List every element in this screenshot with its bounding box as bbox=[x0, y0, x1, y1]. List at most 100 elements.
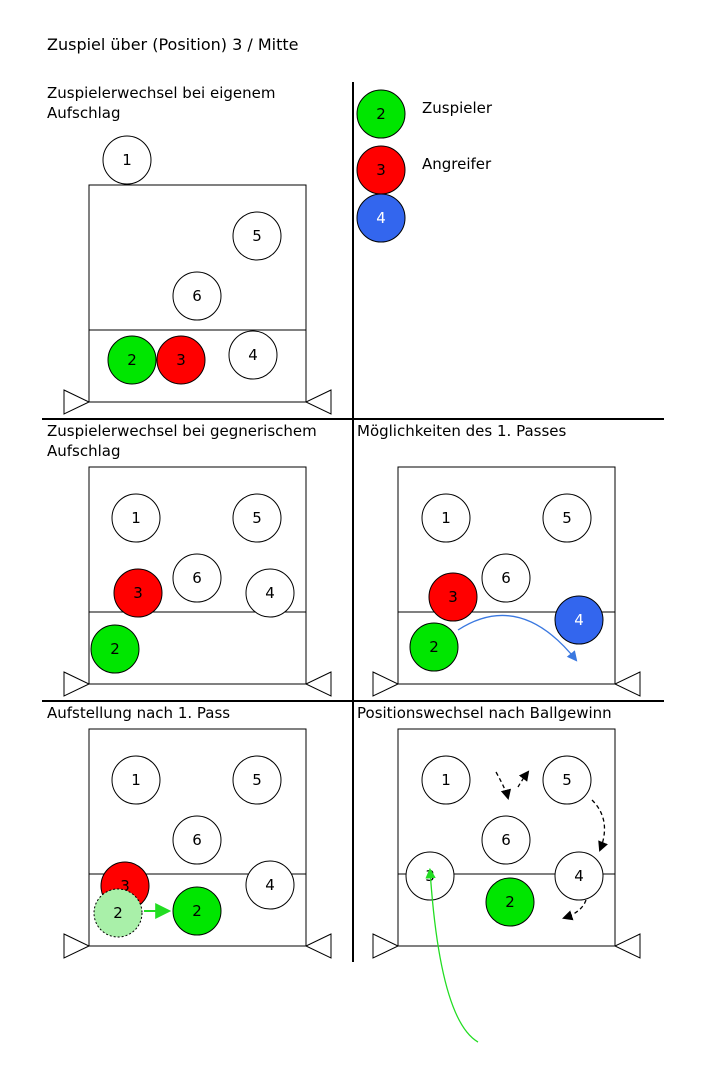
player-number: 6 bbox=[192, 287, 202, 305]
player-4-player: 4 bbox=[554, 851, 604, 901]
triangle-marker-right bbox=[304, 389, 332, 415]
panel-title-first-pass-options: Möglichkeiten des 1. Passes bbox=[357, 422, 566, 440]
player-marker bbox=[111, 493, 161, 543]
player-1-player: 1 bbox=[111, 493, 161, 543]
player-number: 1 bbox=[441, 771, 451, 789]
triangle-marker-right bbox=[304, 671, 332, 697]
player-marker bbox=[481, 553, 531, 603]
player-3-attacker: 3 bbox=[113, 568, 163, 618]
player-number: 4 bbox=[265, 584, 275, 602]
panel-title-after-first-pass: Aufstellung nach 1. Pass bbox=[47, 704, 230, 722]
legend-label-attacker: Angreifer bbox=[422, 155, 492, 173]
panel-title-own-serve-line2: Aufschlag bbox=[47, 104, 121, 122]
player-number: 6 bbox=[192, 569, 202, 587]
player-marker bbox=[156, 335, 206, 385]
player-marker bbox=[172, 815, 222, 865]
page-title: Zuspiel über (Position) 3 / Mitte bbox=[47, 35, 298, 54]
panel-title-rotation-after-win: Positionswechsel nach Ballgewinn bbox=[357, 704, 612, 722]
player-number: 3 bbox=[176, 351, 186, 369]
player-number: 1 bbox=[131, 771, 141, 789]
player-marker bbox=[428, 572, 478, 622]
legend-label-setter: Zuspieler bbox=[422, 99, 493, 117]
player-number: 2 bbox=[429, 638, 439, 656]
player-6-player: 6 bbox=[481, 553, 531, 603]
triangle-marker-left bbox=[63, 671, 91, 697]
legend-marker-number: 3 bbox=[376, 161, 386, 179]
player-number: 2 bbox=[192, 902, 202, 920]
panel-title-opponent-serve-line1: Zuspielerwechsel bei gegnerischem bbox=[47, 422, 317, 440]
player-marker bbox=[111, 755, 161, 805]
player-marker bbox=[421, 755, 471, 805]
player-number: 5 bbox=[252, 509, 262, 527]
court-own-serve: 1 5 6 2 3 4 bbox=[63, 135, 332, 415]
player-marker bbox=[102, 135, 152, 185]
legend-item-blue: 4 bbox=[356, 193, 406, 243]
player-marker bbox=[228, 330, 278, 380]
player-1-player: 1 bbox=[111, 755, 161, 805]
player-3-attacker: 3 bbox=[428, 572, 478, 622]
player-number: 3 bbox=[120, 877, 130, 895]
legend-marker-blue bbox=[356, 193, 406, 243]
player-4-blue: 4 bbox=[554, 595, 604, 645]
player-marker bbox=[93, 888, 143, 938]
triangle-marker-left bbox=[372, 933, 400, 959]
setter-run-arrow bbox=[425, 867, 479, 1043]
player-number: 5 bbox=[252, 771, 262, 789]
player-1-player: 1 bbox=[421, 493, 471, 543]
player-2-setter: 2 bbox=[90, 624, 140, 674]
player-marker bbox=[421, 493, 471, 543]
player-marker bbox=[542, 755, 592, 805]
player-number: 4 bbox=[265, 876, 275, 894]
player-5-player: 5 bbox=[232, 211, 282, 261]
grid-lines bbox=[42, 82, 664, 962]
player-number: 5 bbox=[562, 509, 572, 527]
player-number: 4 bbox=[248, 346, 258, 364]
player-number: 2 bbox=[113, 904, 123, 922]
player-1-player: 1 bbox=[421, 755, 471, 805]
triangle-marker-left bbox=[372, 671, 400, 697]
player-2-setter: 2 bbox=[409, 622, 459, 672]
movement-arrows bbox=[144, 614, 608, 1043]
player-2-setter: 2 bbox=[107, 335, 157, 385]
player-marker bbox=[113, 568, 163, 618]
court-opponent-serve: 1 5 6 3 4 2 bbox=[63, 466, 332, 697]
player-number: 3 bbox=[448, 588, 458, 606]
player-5-player: 5 bbox=[542, 755, 592, 805]
player-number: 6 bbox=[192, 831, 202, 849]
player-5-player: 5 bbox=[542, 493, 592, 543]
player-number: 5 bbox=[562, 771, 572, 789]
player-number: 1 bbox=[122, 151, 132, 169]
legend-item-setter: 2 Zuspieler bbox=[356, 89, 493, 139]
panel-title-own-serve-line1: Zuspielerwechsel bei eigenem bbox=[47, 84, 276, 102]
player-5-player: 5 bbox=[232, 493, 282, 543]
player-3-attacker: 3 bbox=[156, 335, 206, 385]
triangle-marker-left bbox=[63, 389, 91, 415]
player-1-player: 1 bbox=[102, 135, 152, 185]
player-marker bbox=[554, 595, 604, 645]
player-marker bbox=[172, 553, 222, 603]
player-marker bbox=[107, 335, 157, 385]
player-marker bbox=[409, 622, 459, 672]
player-number: 1 bbox=[131, 509, 141, 527]
player-marker bbox=[232, 755, 282, 805]
player-number: 6 bbox=[501, 569, 511, 587]
player-6-player: 6 bbox=[172, 553, 222, 603]
player-marker bbox=[172, 271, 222, 321]
player-6-player: 6 bbox=[172, 271, 222, 321]
player-marker bbox=[232, 493, 282, 543]
player-2-setter: 2 bbox=[172, 886, 222, 936]
player-marker bbox=[245, 568, 295, 618]
player-number: 3 bbox=[133, 584, 143, 602]
player-6-player: 6 bbox=[172, 815, 222, 865]
player-6-player: 6 bbox=[481, 815, 531, 865]
player-number: 6 bbox=[501, 831, 511, 849]
triangle-marker-right bbox=[613, 671, 641, 697]
player-number: 2 bbox=[505, 893, 515, 911]
player-number: 5 bbox=[252, 227, 262, 245]
legend-item-attacker: 3 Angreifer bbox=[356, 145, 492, 195]
court-after-first-pass: 1 5 6 4 3 2 2 bbox=[63, 728, 332, 959]
pass-arrow-blue bbox=[457, 614, 578, 662]
player-4-player: 4 bbox=[245, 860, 295, 910]
